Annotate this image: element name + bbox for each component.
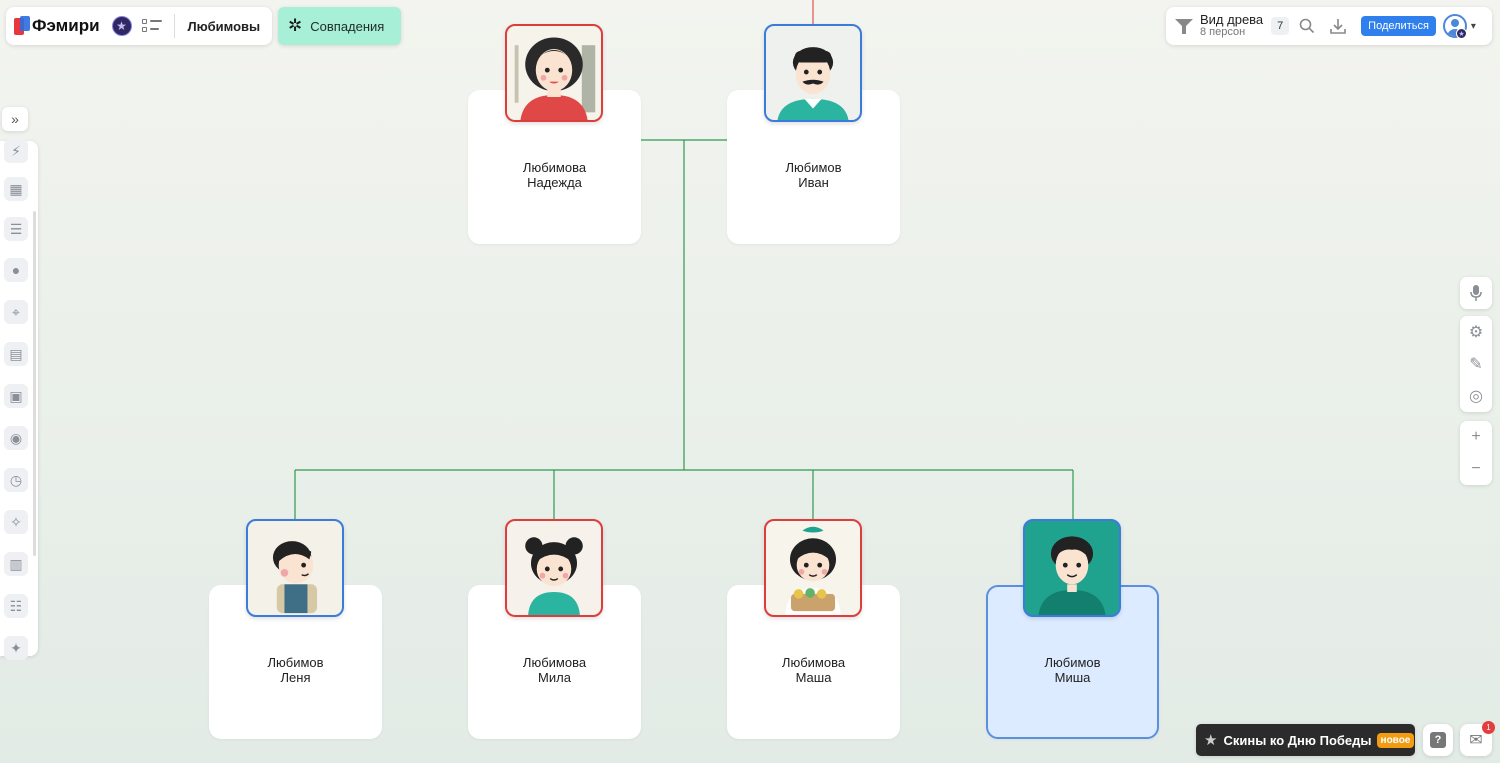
divider <box>173 14 175 38</box>
photo-icon[interactable]: ▣ <box>4 384 28 408</box>
list-icon[interactable]: ☰ <box>4 217 28 241</box>
location-icon[interactable]: ⌖ <box>4 300 28 324</box>
premium-star-icon[interactable]: ★ <box>111 16 132 36</box>
person-portrait[interactable] <box>764 519 862 617</box>
expand-sidebar-button[interactable]: » <box>2 107 28 131</box>
gear-icon[interactable]: ⚙ <box>1468 324 1484 341</box>
help-button[interactable]: ? <box>1423 724 1453 756</box>
logo-text: Фэмири <box>32 16 100 35</box>
person-portrait[interactable] <box>246 519 344 617</box>
zoom-toolbar: + − <box>1460 421 1492 485</box>
person-portrait[interactable] <box>505 24 603 122</box>
logo-icon <box>14 16 30 36</box>
chat-button[interactable]: ✉ <box>1460 724 1492 756</box>
left-sidebar: ⚡ ▦ ☰ ● ⌖ ▤ ▣ ◉ ◷ ✧ ▥ ☷ ✦ <box>0 139 38 660</box>
sidebar-scrollbar[interactable] <box>33 211 36 556</box>
tree-view-selector[interactable]: Вид древа 8 персон <box>1200 13 1263 38</box>
matches-label: Совпадения <box>310 18 385 34</box>
microphone-icon[interactable] <box>1460 277 1492 309</box>
man-avatar-icon <box>777 47 849 120</box>
person-portrait[interactable] <box>764 24 862 122</box>
settings-toolbar: ⚙ ✎ ◎ <box>1460 316 1492 412</box>
matches-button[interactable]: ✲ Совпадения <box>278 7 401 45</box>
man-teal-avatar-icon <box>1038 536 1106 615</box>
top-right-bar: Вид древа 8 персон 7 Поделиться ▾ <box>1166 7 1492 45</box>
dashboard-icon[interactable]: ▦ <box>4 177 28 201</box>
unread-badge: 1 <box>1482 721 1495 734</box>
generation-count-badge[interactable]: 7 <box>1271 17 1290 35</box>
app-logo[interactable]: Фэмири <box>14 16 100 36</box>
timeline-icon[interactable]: ◷ <box>4 468 28 492</box>
premium-badge-icon: ★ <box>1456 28 1467 39</box>
view-title: Вид древа <box>1200 12 1264 28</box>
download-icon[interactable] <box>1325 13 1351 39</box>
zoom-in-icon[interactable]: + <box>1471 428 1481 445</box>
girl-with-basket-avatar-icon <box>785 526 841 615</box>
tree-list-icon[interactable] <box>141 18 162 34</box>
record-icon[interactable]: ◉ <box>4 426 28 450</box>
woman-avatar-icon <box>514 37 596 120</box>
tasks-icon[interactable]: ☷ <box>4 594 28 618</box>
share-button[interactable]: Поделиться <box>1361 16 1436 36</box>
promo-label: Скины ко Дню Победы <box>1223 732 1372 748</box>
locate-icon[interactable]: ◎ <box>1469 388 1483 405</box>
star-icon: ★ <box>1204 732 1218 749</box>
top-left-bar: Фэмири ★ Любимовы <box>6 7 272 45</box>
skins-promo-button[interactable]: ★ Скины ко Дню Победы новое <box>1196 724 1415 756</box>
lightning-icon[interactable]: ⚡ <box>4 139 28 163</box>
voice-toolbar <box>1460 277 1492 309</box>
girl-avatar-icon <box>525 537 583 615</box>
zoom-out-icon[interactable]: − <box>1471 460 1481 477</box>
person-portrait[interactable] <box>505 519 603 617</box>
filter-icon[interactable] <box>1175 17 1193 35</box>
statistics-icon[interactable]: ▥ <box>4 552 28 576</box>
new-badge: новое <box>1376 732 1415 748</box>
lightbulb-icon[interactable]: ✦ <box>4 636 28 660</box>
search-icon[interactable] <box>1294 13 1320 39</box>
person-icon[interactable]: ● <box>4 258 28 282</box>
person-portrait[interactable] <box>1023 519 1121 617</box>
calendar-icon[interactable]: ▤ <box>4 342 28 366</box>
boy-avatar-icon <box>272 541 318 614</box>
double-chevron-right-icon: » <box>11 111 19 127</box>
persons-count: 8 персон <box>1200 26 1246 39</box>
brush-icon[interactable]: ✎ <box>1469 356 1483 373</box>
tree-name[interactable]: Любимовы <box>187 18 261 34</box>
question-icon: ? <box>1430 732 1446 748</box>
chevron-down-icon[interactable]: ▾ <box>1470 20 1476 32</box>
dna-icon[interactable]: ✧ <box>4 510 28 534</box>
chat-icon: ✉ <box>1469 732 1483 749</box>
puzzle-icon: ✲ <box>288 16 303 35</box>
